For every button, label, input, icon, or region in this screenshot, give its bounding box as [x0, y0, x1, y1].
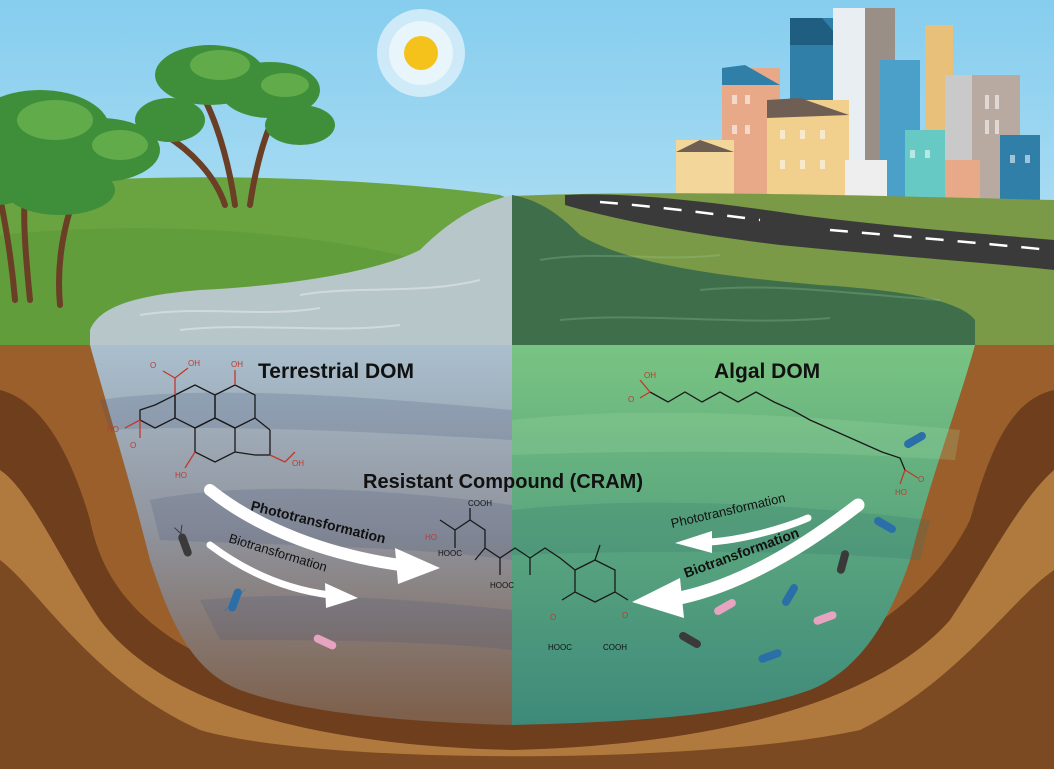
chem-oh-3: OH	[292, 459, 304, 468]
chem-ho-3: HO	[895, 488, 907, 497]
bacterium-icon	[224, 588, 246, 612]
bacterium-icon	[874, 517, 896, 533]
bacterium-icon	[313, 634, 337, 650]
chem-ho-4: HO	[425, 533, 437, 542]
chem-hooc-1: HOOC	[438, 549, 462, 558]
road	[565, 194, 1054, 270]
resistant-compound-label: Resistant Compound (CRAM)	[363, 471, 643, 493]
chem-oh-4: OH	[644, 371, 656, 380]
terrestrial-dom-label: Terrestrial DOM	[258, 360, 414, 383]
chem-cooh-2: COOH	[603, 643, 627, 652]
chem-oh-1: OH	[188, 359, 200, 368]
right-bio-arrow	[632, 498, 865, 618]
bacterium-icon	[782, 584, 798, 606]
microbes	[174, 432, 926, 663]
chem-hooc-2: HOOC	[490, 581, 514, 590]
chem-o-6: O	[622, 611, 628, 620]
bacterium-icon	[813, 611, 837, 625]
bacterium-icon	[714, 599, 736, 615]
trees	[0, 45, 335, 308]
river-algal	[512, 195, 975, 345]
chem-o-2: O	[130, 441, 136, 450]
terrestrial-molecule-icon: OH O OH HO O HO OH	[107, 359, 304, 480]
chem-o-5: O	[550, 613, 556, 622]
chem-ho-1: HO	[107, 425, 119, 434]
left-bio-arrow	[206, 541, 358, 608]
chem-o-1: O	[150, 361, 156, 370]
sun-icon	[377, 9, 465, 97]
chem-ho-2: HO	[175, 471, 187, 480]
river-terrestrial	[90, 195, 512, 345]
algal-dom-label: Algal DOM	[714, 360, 820, 383]
chem-hooc-3: HOOC	[548, 643, 572, 652]
bacterium-icon	[174, 524, 192, 557]
bacterium-icon	[679, 632, 701, 648]
bacterium-icon	[904, 432, 926, 448]
chem-cooh-1: COOH	[468, 499, 492, 508]
left-photo-arrow	[204, 484, 440, 584]
chem-o-4: O	[918, 475, 924, 484]
chem-o-3: O	[628, 395, 634, 404]
right-photo-arrow	[675, 514, 812, 553]
bacterium-icon	[836, 550, 850, 574]
city-buildings	[676, 8, 1040, 200]
algal-molecule-icon: OH O O HO	[628, 371, 924, 497]
bacterium-icon	[758, 649, 782, 663]
chem-oh-2: OH	[231, 360, 243, 369]
cram-molecule-icon: COOH HO HOOC HOOC O O HOOC COOH	[425, 499, 629, 652]
